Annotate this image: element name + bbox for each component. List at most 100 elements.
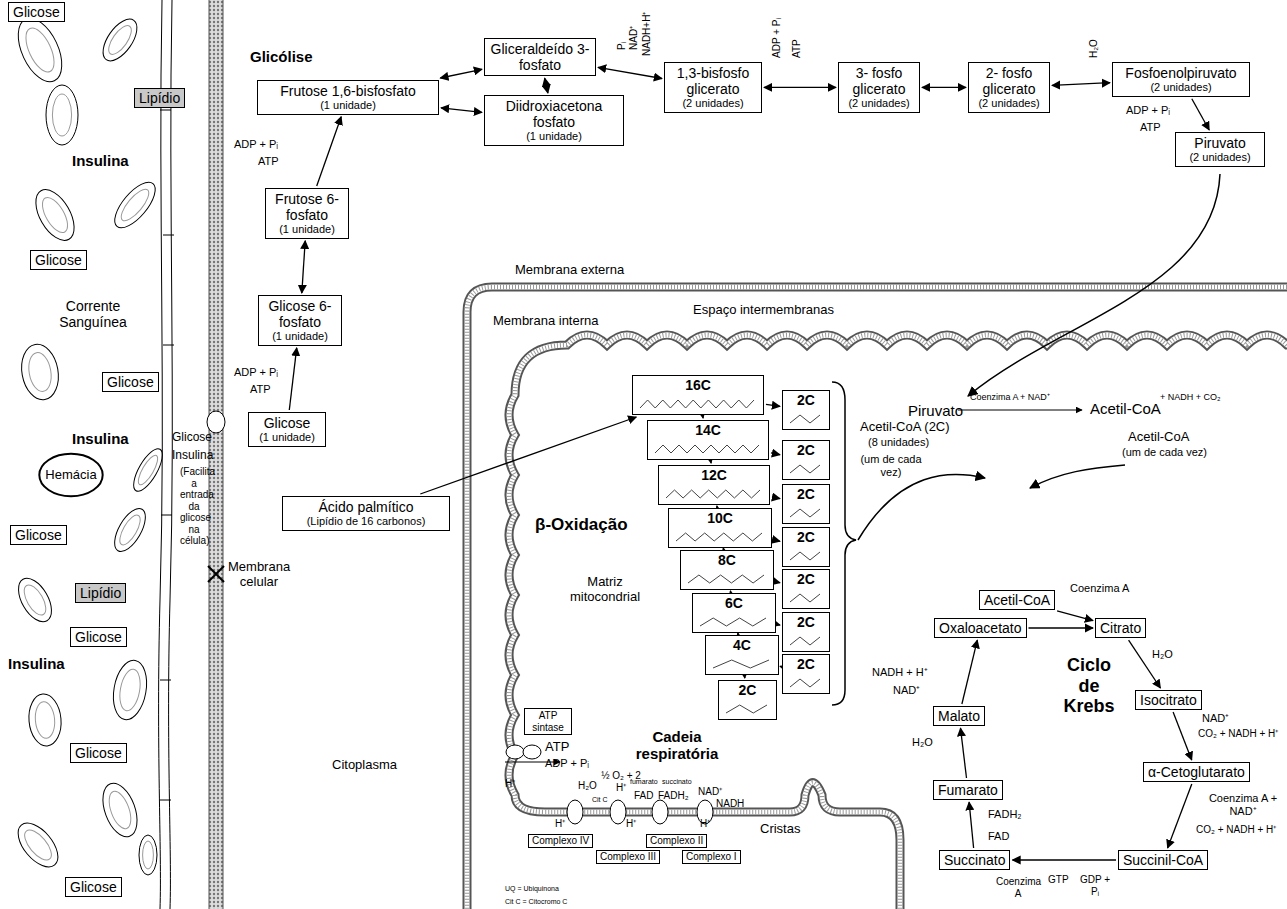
red-blood-cell [27, 693, 63, 748]
text-label: ATP [250, 383, 271, 396]
metabolite-box: 1,3-bisfosfo glicerato(2 unidades) [664, 62, 762, 113]
text-label: ATP [545, 740, 569, 755]
red-blood-cell [96, 13, 143, 66]
glucose-box: Glicose [10, 525, 67, 545]
krebs-box: Oxaloacetato [934, 618, 1027, 638]
box-title: 6C [697, 595, 771, 611]
box-title: Glicose [254, 415, 320, 431]
text-label: H⁺ [626, 818, 636, 830]
carbon-chain [783, 409, 827, 429]
box-title: Glicose [75, 629, 122, 645]
text-label: (8 unidades) [868, 436, 929, 449]
lipid-box: Lipídio [134, 88, 185, 108]
red-blood-cell [108, 176, 162, 234]
text-label: ATP [1140, 121, 1161, 134]
box-title: Ácido palmítico [288, 499, 444, 515]
reaction-arrow [289, 348, 296, 410]
text-label: Coenzima A [996, 876, 1040, 899]
box-title: 14C [652, 422, 764, 438]
text-label: Citoplasma [332, 758, 397, 773]
text-label: CO₂ + NADH + H⁺ [1196, 824, 1276, 836]
box-title: Glicose [107, 374, 154, 390]
text-label: Matriz mitocondrial [560, 575, 650, 605]
carbon-chain [783, 459, 827, 479]
reaction-arrow [420, 417, 636, 494]
reaction-arrow [1192, 99, 1209, 130]
reaction-arrow [1057, 611, 1093, 621]
box-title: Lipídio [139, 90, 180, 106]
box-title: 16C [637, 377, 759, 393]
krebs-box: Isocitrato [1135, 690, 1202, 710]
box-subtitle: (1 unidade) [271, 223, 343, 236]
text-label: Corrente Sanguínea [48, 298, 138, 330]
box-subtitle: (2 unidades) [1181, 151, 1259, 164]
box-subtitle: (2 unidades) [844, 97, 914, 110]
reaction-arrow [598, 67, 662, 78]
reaction-arrow [776, 581, 780, 583]
complex-box: Complexo III [596, 850, 660, 864]
complex-box: Complexo IV [528, 834, 593, 848]
text-label: Piruvato [908, 402, 963, 419]
text-label: Cristas [760, 822, 800, 837]
box-subtitle: (1 unidade) [263, 99, 433, 112]
reaction-label: ADP + Pᵢ [771, 18, 783, 58]
reaction-arrow [764, 87, 836, 88]
text-label: Coenzima A + NAD⁺ [1206, 792, 1280, 817]
text-label: FADH₂ [988, 808, 1022, 821]
box-subtitle: (1 unidade) [254, 431, 320, 444]
text-label: succinato [662, 778, 692, 786]
complex-box: Complexo I [682, 850, 741, 864]
carbon-chain-box: 2C [782, 612, 830, 652]
carbon-chain-box: 14C [647, 420, 769, 460]
reaction-arrow [730, 591, 731, 592]
atp-synthase-box: ATP sintase [524, 708, 572, 735]
metabolite-box: Frutose 1,6-bisfosfato(1 unidade) [257, 80, 439, 115]
metabolite-box: 2- fosfo glicerato(2 unidades) [968, 62, 1050, 113]
box-title: 2C [787, 442, 825, 458]
reaction-arrow [1029, 627, 1094, 628]
reaction-arrow [716, 506, 717, 507]
krebs-box: Citrato [1095, 618, 1146, 638]
text-label: ATP [258, 155, 279, 168]
box-title: 10C [673, 510, 767, 526]
krebs-box: Succinil-CoA [1118, 850, 1208, 870]
box-title: 12C [663, 467, 765, 483]
krebs-box: Fumarato [933, 780, 1003, 800]
section-title: Insulina [72, 152, 129, 169]
box-title: 2- fosfo glicerato [974, 65, 1044, 97]
box-title: Hemácia [45, 468, 96, 483]
glucose-box: Glicose [70, 743, 127, 763]
box-title: 2C [787, 571, 825, 587]
text-label: + NAD⁺ [1020, 392, 1050, 402]
glucose-box: Glicose [30, 250, 87, 270]
box-subtitle: (1 unidade) [490, 130, 618, 143]
reaction-arrow [702, 417, 703, 418]
red-cell: Hemácia [38, 452, 104, 498]
box-title: Acetil-CoA [984, 592, 1050, 608]
text-label: UQ = Ubiquinona [505, 885, 559, 893]
reaction-arrow [969, 802, 974, 848]
reaction-arrow [961, 728, 967, 778]
text-label: Espaço intermembranas [693, 303, 834, 318]
glucose-box: Glicose [102, 372, 159, 392]
box-title: 1,3-bisfosfo glicerato [670, 65, 756, 97]
carbon-chain-box: 2C [782, 654, 830, 694]
red-blood-cell [28, 183, 82, 246]
box-title: 2C [787, 529, 825, 545]
reaction-label: Pᵢ [616, 42, 628, 50]
box-title: Fosfoenolpiruvato [1118, 65, 1244, 81]
carbon-chain-box: 16C [632, 375, 764, 415]
box-title: Diidroxiacetona fosfato [490, 98, 618, 130]
carbon-chain [719, 699, 774, 719]
carbon-chain-box: 2C [782, 440, 830, 480]
carbon-chain [706, 654, 776, 674]
text-label: NAD⁺ [893, 684, 920, 697]
carbon-chain [693, 612, 773, 632]
section-title: β-Oxidação [535, 515, 628, 535]
carbon-chain-box: 2C [718, 680, 777, 720]
reaction-arrow [922, 87, 966, 88]
reaction-label: NAD⁺ [628, 26, 640, 50]
text-label: Cit C [592, 796, 608, 804]
text-label: NADH + H⁺ [872, 666, 928, 679]
carbon-chain [783, 631, 827, 651]
